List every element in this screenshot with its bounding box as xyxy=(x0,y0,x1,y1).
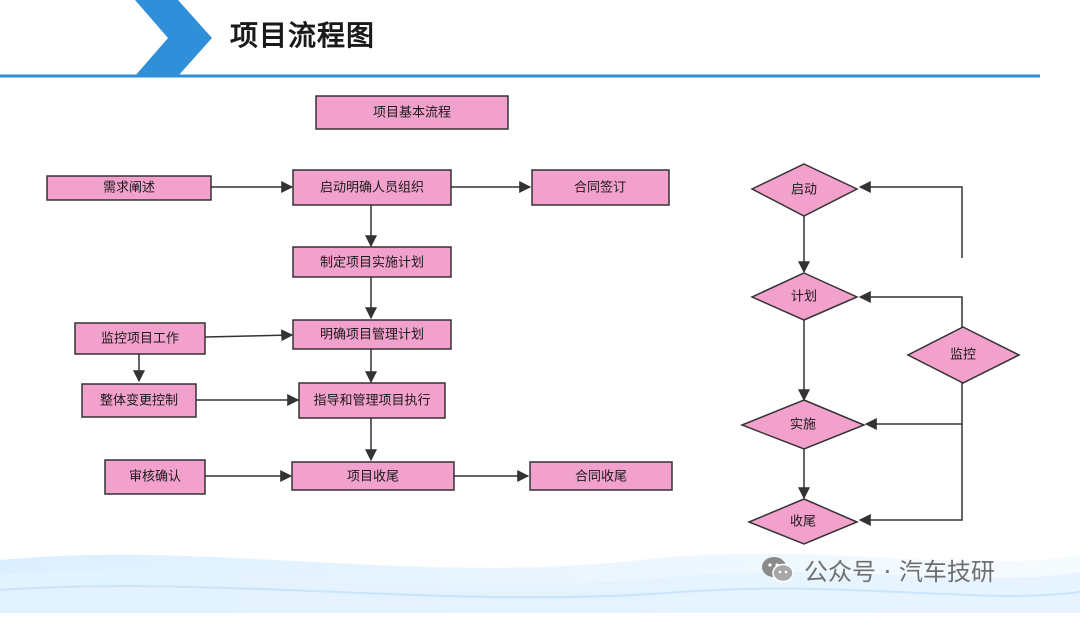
node-header-label: 项目基本流程 xyxy=(373,106,451,121)
node-review xyxy=(104,459,206,495)
node-plan xyxy=(292,246,452,278)
node-monitor-work-label: 监控项目工作 xyxy=(101,332,179,347)
diamond-plan xyxy=(750,272,859,321)
node-mgmt-plan xyxy=(292,319,452,350)
right-cycle-connectors xyxy=(798,181,963,526)
wechat-icon xyxy=(762,556,794,582)
diamond-monitor-label: 监控 xyxy=(950,348,976,363)
node-execute xyxy=(298,382,446,419)
left-flow-connectors xyxy=(133,181,532,482)
node-execute-label: 指导和管理项目执行 xyxy=(313,394,430,409)
node-contract-sign xyxy=(531,169,670,206)
diamond-start xyxy=(750,163,859,217)
node-plan-label: 制定项目实施计划 xyxy=(320,256,424,271)
node-monitor-work xyxy=(74,322,206,355)
node-closeout-label: 项目收尾 xyxy=(347,470,399,485)
diamond-close-label: 收尾 xyxy=(790,515,816,530)
node-closeout xyxy=(291,461,455,491)
node-contract-sign-label: 合同签订 xyxy=(574,180,626,196)
watermark-text: 公众号 · 汽车技研 xyxy=(804,558,995,586)
diamond-plan-label: 计划 xyxy=(791,290,817,305)
node-requirements-label: 需求阐述 xyxy=(103,181,155,196)
header-chevron xyxy=(135,0,212,76)
diamond-start-label: 启动 xyxy=(791,183,817,198)
footer-wave xyxy=(0,553,1080,613)
node-mgmt-plan-label: 明确项目管理计划 xyxy=(320,328,424,343)
node-contract-close-label: 合同收尾 xyxy=(575,470,627,485)
node-change-control-label: 整体变更控制 xyxy=(100,393,178,409)
diamond-close xyxy=(747,498,859,545)
node-contract-close xyxy=(529,461,673,491)
page-title: 项目流程图 xyxy=(230,19,376,52)
node-kickoff-label: 启动明确人员组织 xyxy=(320,181,424,196)
watermark: 公众号 · 汽车技研 xyxy=(760,552,995,587)
node-kickoff xyxy=(292,169,452,206)
diamond-execute-label: 实施 xyxy=(790,418,816,433)
diamond-monitor xyxy=(906,326,1021,384)
node-requirements xyxy=(46,175,212,201)
node-header xyxy=(315,95,509,130)
node-change-control xyxy=(81,383,197,418)
node-review-label: 审核确认 xyxy=(129,470,181,485)
diamond-execute xyxy=(739,399,866,450)
